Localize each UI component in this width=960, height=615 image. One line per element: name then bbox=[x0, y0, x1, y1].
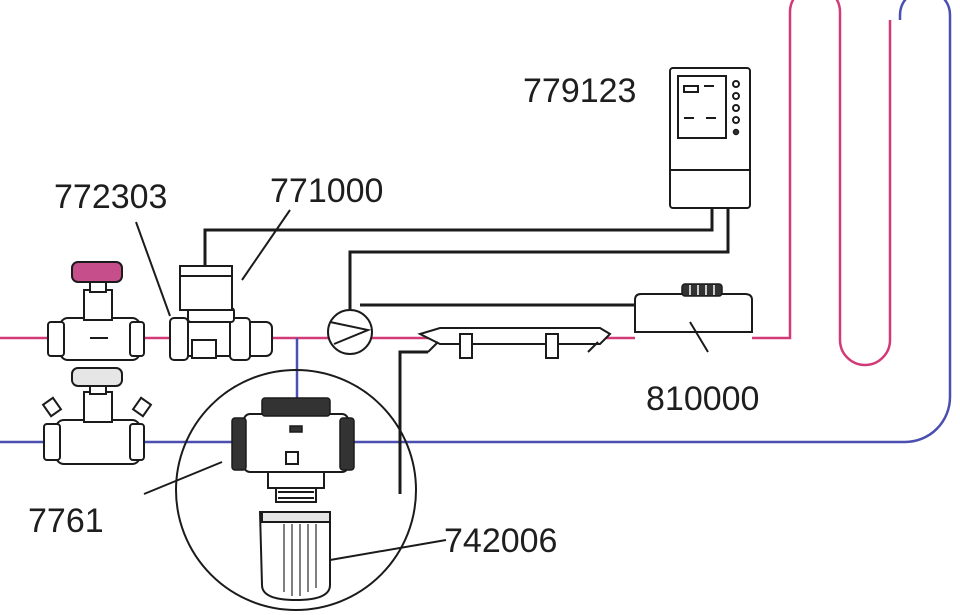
label-actuator-valve: 771000 bbox=[270, 172, 383, 210]
zone-valve-icon bbox=[169, 307, 273, 361]
mixing-valve-icon bbox=[231, 397, 355, 503]
sensor-icon bbox=[634, 283, 753, 333]
thermal-actuator-icon bbox=[258, 511, 331, 602]
label-mixing-actuator: 742006 bbox=[444, 522, 557, 560]
solenoid-actuator-icon bbox=[179, 265, 233, 311]
balancing-valve-icon bbox=[47, 261, 145, 361]
controller-icon bbox=[669, 67, 751, 209]
leader-lines bbox=[135, 209, 709, 561]
magnifier-circle-icon bbox=[175, 369, 417, 611]
control-wiring bbox=[203, 205, 730, 494]
label-zone-valve: 772303 bbox=[54, 178, 167, 216]
return-pipe bbox=[0, 0, 952, 444]
label-controller: 779123 bbox=[523, 72, 636, 110]
label-balancing-valve: 7761 bbox=[28, 502, 104, 540]
balancing-valve-return-icon bbox=[41, 367, 153, 465]
pipe-fittings bbox=[417, 327, 612, 359]
label-sensor: 810000 bbox=[646, 380, 759, 418]
circulation-pump-icon bbox=[327, 309, 373, 355]
